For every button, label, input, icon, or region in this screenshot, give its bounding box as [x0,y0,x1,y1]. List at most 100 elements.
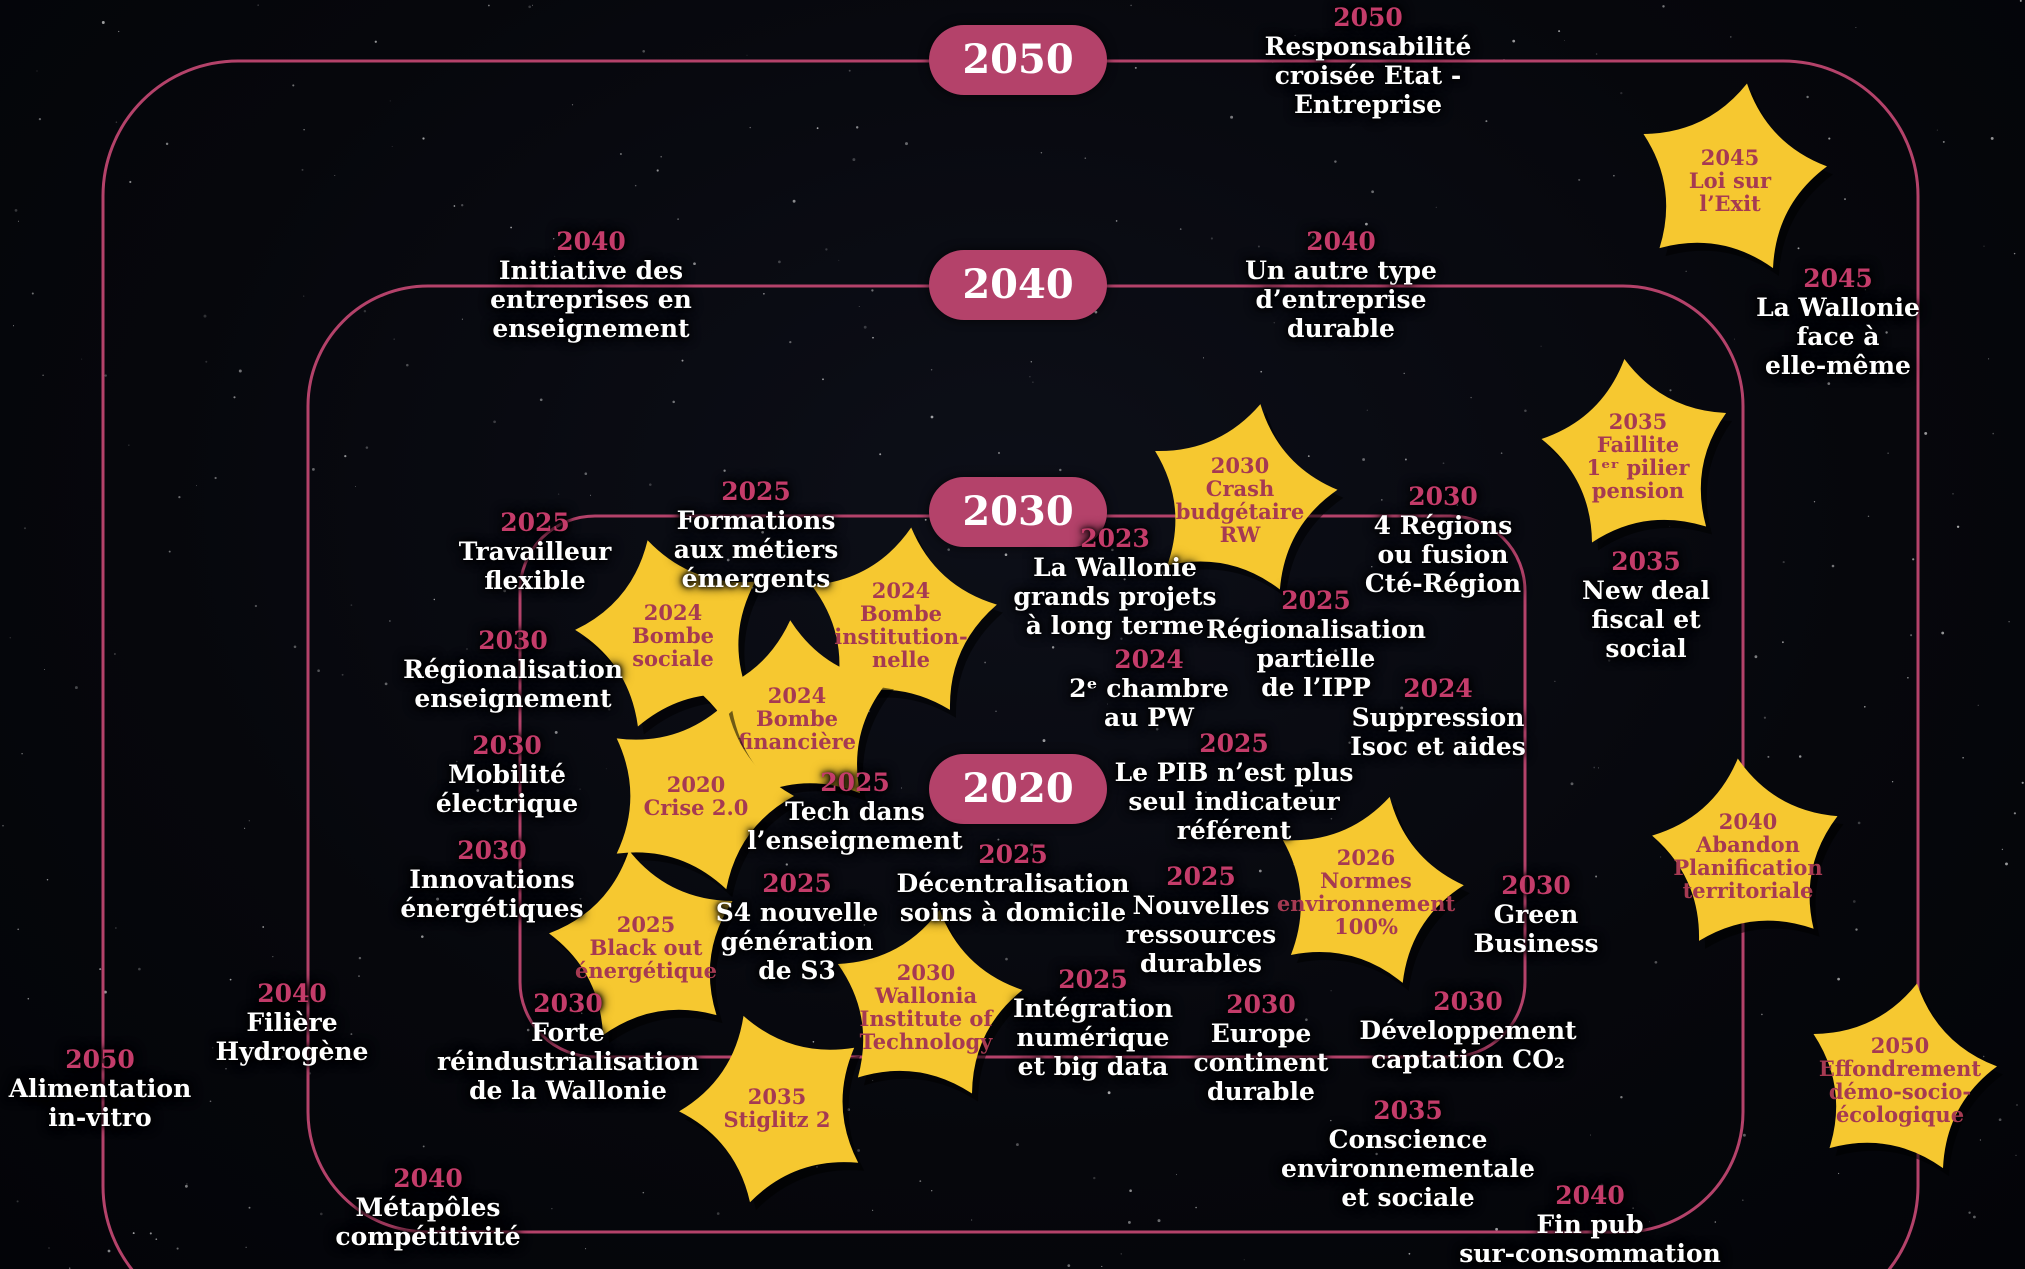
background-star [1111,548,1114,552]
background-star [460,694,464,698]
background-star [238,369,242,373]
background-star [792,199,796,203]
background-star [1831,564,1835,568]
background-star [1910,634,1913,637]
background-star [2021,781,2024,784]
background-star [723,469,726,472]
star-body [616,702,794,890]
event-text: Conscience environnementale et sociale [1281,1125,1535,1212]
background-star [1051,646,1055,649]
background-star [233,396,236,399]
event-text: Forte réindustrialisation de la Wallonie [436,1018,700,1105]
event-year: 2024 [1403,674,1473,703]
event-text: New deal fiscal et social [1581,576,1711,663]
background-star [1205,791,1207,793]
background-star [1273,322,1275,324]
background-star [1990,136,1994,140]
background-star [1212,1059,1214,1061]
event-text: 4 Régions ou fusion Cté-Région [1364,511,1522,598]
background-star [1179,228,1182,230]
background-star [2013,252,2016,255]
background-star [42,374,44,376]
background-star [225,1068,227,1070]
background-star [2016,1104,2018,1106]
background-star [1962,756,1964,759]
background-star [1330,1119,1332,1122]
background-star [1936,129,1938,131]
background-star [406,363,409,367]
background-star [389,620,391,622]
background-star [186,1183,188,1185]
background-star [1578,178,1581,181]
background-star [107,1249,111,1253]
background-star [272,955,274,958]
background-star [1992,432,1994,435]
event-year: 2030 [457,836,527,865]
background-star [461,204,464,207]
event-text: Un autre type d’entreprise durable [1245,256,1437,343]
background-star [74,686,78,690]
background-star [1620,1095,1623,1099]
background-star [930,415,934,419]
background-star [872,336,874,339]
ring-2030-badge: 2030 [929,477,1107,547]
event-year: 2025 [762,869,832,898]
event-text: Régionalisation enseignement [403,655,623,713]
background-star [1685,270,1687,272]
background-star [257,4,259,6]
background-star [879,453,882,456]
background-star [1077,1069,1081,1073]
background-star [1042,739,1046,743]
background-star [693,262,696,266]
event-year: 2024 [1114,645,1184,674]
background-star [1348,741,1351,744]
background-star [1005,957,1008,961]
event-year: 2025 [721,477,791,506]
background-star [1157,1219,1161,1223]
star-body [1643,83,1827,269]
background-star [528,5,532,9]
background-star [970,1219,973,1221]
background-star [1123,578,1126,581]
event-text: Green Business [1473,900,1599,958]
event-year: 2025 [1166,862,1236,891]
event-text: Mobilité électrique [435,760,579,818]
background-star [115,121,118,123]
background-star [553,238,555,240]
background-star [291,1018,294,1021]
background-star [1161,571,1164,574]
background-star [526,1028,530,1032]
background-star [746,54,748,56]
background-star [433,598,436,601]
background-star [763,292,765,295]
background-star [1400,706,1404,710]
background-star [1979,1139,1982,1141]
background-star [115,927,117,929]
background-star [1983,245,1985,248]
background-star [1554,680,1556,682]
background-star [1617,1190,1619,1193]
background-star [997,451,1001,455]
background-star [1380,499,1383,501]
background-star [1243,1259,1245,1261]
background-star [1767,755,1770,758]
event-text: 2ᵉ chambre au PW [1069,674,1229,732]
background-star [1120,1253,1122,1255]
background-star [286,989,290,993]
background-star [209,1100,212,1103]
background-star [312,468,315,471]
background-star [1813,501,1816,503]
background-star [1942,140,1945,143]
